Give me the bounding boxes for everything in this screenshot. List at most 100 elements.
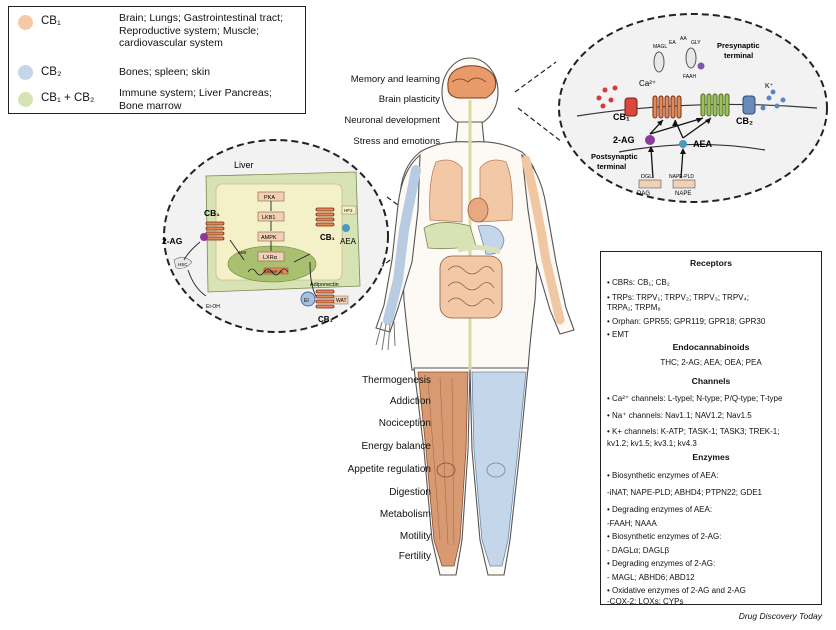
label-2ag: 2-AG bbox=[613, 135, 635, 145]
receptors-line: • Orphan: GPR55; GPR119; GPR18; GPR30 bbox=[607, 317, 766, 326]
dna-strand bbox=[247, 268, 289, 276]
legend-both-swatch bbox=[18, 92, 33, 107]
brain-gyri bbox=[451, 77, 487, 83]
legend-cb1-desc-line: Reproductive system; Muscle; bbox=[119, 24, 260, 37]
arrow-heads bbox=[648, 118, 711, 154]
connector-line-synapse-top bbox=[514, 61, 557, 93]
intestines bbox=[439, 255, 503, 319]
body-function-label: Appetite regulation bbox=[347, 464, 431, 475]
ligand-2ag bbox=[200, 233, 208, 241]
potassium-ions bbox=[760, 89, 786, 111]
liver-organ bbox=[423, 222, 477, 250]
receptors-line: • CBRs: CB₁; CB₂ bbox=[607, 278, 670, 287]
knee-right bbox=[486, 462, 506, 478]
label-ea: EA bbox=[669, 40, 676, 46]
label-dag: DAG bbox=[637, 191, 650, 197]
legend-cb1-desc-line: Brain; Lungs; Gastrointestinal tract; bbox=[119, 12, 283, 24]
receptor-info-box: Receptors • CBRs: CB₁; CB₂ • TRPs: TRPV₁… bbox=[600, 251, 822, 606]
label-magl: MAGL bbox=[653, 44, 667, 50]
body-function-label: Thermogenesis bbox=[362, 375, 431, 386]
intestine-loops bbox=[447, 265, 495, 307]
label-wat: WAT bbox=[336, 298, 347, 304]
legend-cb2-label: CB₂ bbox=[41, 66, 62, 78]
receptors-line: TRPA₁; TRPM₈ bbox=[607, 303, 661, 312]
label-ami: AMI bbox=[238, 250, 246, 255]
enzymes-line: - DAGLα; DAGLβ bbox=[607, 546, 670, 555]
label-cb1-right: CB₁ bbox=[320, 233, 336, 242]
legend-box: CB₁ Brain; Lungs; Gastrointestinal tract… bbox=[8, 6, 306, 114]
enzymes-line: - MAGL; ABHD6; ABD12 bbox=[607, 573, 695, 582]
magl-enzyme bbox=[653, 51, 665, 73]
liver-inset: Liver PKA LKB1 AMPK LXRα SREBP-1c 2-AG C… bbox=[162, 139, 389, 333]
label-cb1: CB₁ bbox=[613, 112, 630, 122]
endocannabinoids-heading: Endocannabinoids bbox=[672, 342, 750, 352]
label-gly: GLY bbox=[691, 40, 701, 46]
enzymes-line: • Biosynthetic enzymes of 2-AG: bbox=[607, 532, 722, 541]
receptors-line: • TRPs: TRPV₁; TRPV₂; TRPV₃; TRPV₄; bbox=[607, 293, 749, 302]
enzymes-line: • Degrading enzymes of AEA: bbox=[607, 505, 713, 514]
channels-line: • Ca²⁺ channels: L-typel; N-type; P/Q-ty… bbox=[607, 394, 783, 403]
cb1-receptor bbox=[652, 95, 682, 119]
enzymes-line: -iNAT; NAPE-PLD; ABHD4; PTPN22; GDE1 bbox=[607, 488, 763, 497]
label-srebp: SREBP-1c bbox=[264, 269, 283, 274]
pancreas bbox=[457, 244, 501, 255]
label-cb1-left: CB₁ bbox=[204, 208, 220, 218]
label-postsynaptic-2: terminal bbox=[597, 162, 626, 171]
leg-muscle bbox=[417, 371, 469, 567]
channels-line: kv1.2; kv1.5; kv3.1; kv4.3 bbox=[607, 439, 697, 448]
brain-function-label: Brain plasticity bbox=[378, 94, 440, 105]
label-ei: EI bbox=[304, 298, 309, 304]
cb1-receptor-right bbox=[315, 207, 335, 227]
wat-box bbox=[333, 295, 349, 305]
label-lxra: LXRα bbox=[263, 255, 278, 261]
body-function-label: Motility bbox=[399, 531, 431, 542]
label-hsc: HSC bbox=[178, 262, 188, 267]
napepld-box bbox=[672, 179, 696, 189]
presynaptic-membrane bbox=[576, 103, 818, 117]
body-function-label: Digestion bbox=[389, 487, 431, 498]
hf2-box bbox=[341, 205, 357, 215]
body-function-label: Fertility bbox=[398, 551, 431, 562]
label-napepld: NAPE-PLD bbox=[669, 174, 694, 180]
calcium-ions bbox=[596, 85, 618, 109]
hsc-cell bbox=[173, 257, 193, 269]
legend-cb2-swatch bbox=[18, 65, 33, 80]
knee-left bbox=[436, 462, 456, 478]
body-function-label: Nociception bbox=[378, 418, 431, 429]
legend-both-desc-line: Immune system; Liver Pancreas; bbox=[119, 87, 272, 99]
legend-both-desc-line: Bone marrow bbox=[119, 99, 182, 112]
brain-organ bbox=[447, 65, 497, 99]
channels-heading: Channels bbox=[691, 376, 731, 386]
receptors-line: • EMT bbox=[607, 330, 629, 339]
body-function-label: Energy balance bbox=[361, 441, 432, 452]
legend-both-desc: Immune system; Liver Pancreas; Bone marr… bbox=[119, 87, 272, 112]
cb1-receptor-left bbox=[205, 221, 225, 241]
label-cb2: CB₂ bbox=[736, 116, 753, 126]
arm-bone bbox=[383, 165, 421, 325]
ligand-aea bbox=[679, 140, 687, 148]
liver-arrows bbox=[183, 239, 317, 297]
synapse-inset: Ca²⁺ K⁺ CB₁ CB₂ 2-AG AEA Presynaptic ter… bbox=[558, 13, 828, 203]
synapse-circle bbox=[558, 13, 828, 203]
heart bbox=[467, 197, 489, 223]
label-2ag: 2-AG bbox=[162, 236, 183, 246]
enzymes-line: • Degrading enzymes of 2-AG: bbox=[607, 559, 716, 568]
label-presynaptic-2: terminal bbox=[724, 51, 753, 60]
legend-cb2-desc: Bones; spleen; skin bbox=[119, 66, 211, 78]
label-liver: Liver bbox=[234, 160, 254, 170]
cb1-receptor-bottom bbox=[315, 289, 335, 309]
label-aa: AA bbox=[680, 36, 687, 42]
enzymes-line: • Oxidative enzymes of 2-AG and 2-AG bbox=[607, 586, 746, 595]
legend-both-label: CB₁ + CB₂ bbox=[41, 92, 95, 104]
faah-product bbox=[697, 62, 705, 70]
legend-cb1-desc-line: cardiovascular system bbox=[119, 37, 223, 49]
faah-enzyme bbox=[685, 47, 697, 69]
channels-line: • Na⁺ channels: Nav1.1; NAV1.2; Nav1.5 bbox=[607, 411, 752, 420]
legend-cb1-desc: Brain; Lungs; Gastrointestinal tract; Re… bbox=[119, 12, 283, 50]
label-aea: AEA bbox=[693, 139, 713, 149]
channels-line: • K+ channels: K-ATP; TASK-1; TASK3; TRE… bbox=[607, 427, 780, 436]
label-hf2: HF2 bbox=[344, 208, 353, 213]
brain-function-label: Memory and learning bbox=[350, 74, 440, 85]
label-nape: NAPE bbox=[675, 191, 691, 197]
ligand-2ag bbox=[645, 135, 655, 145]
